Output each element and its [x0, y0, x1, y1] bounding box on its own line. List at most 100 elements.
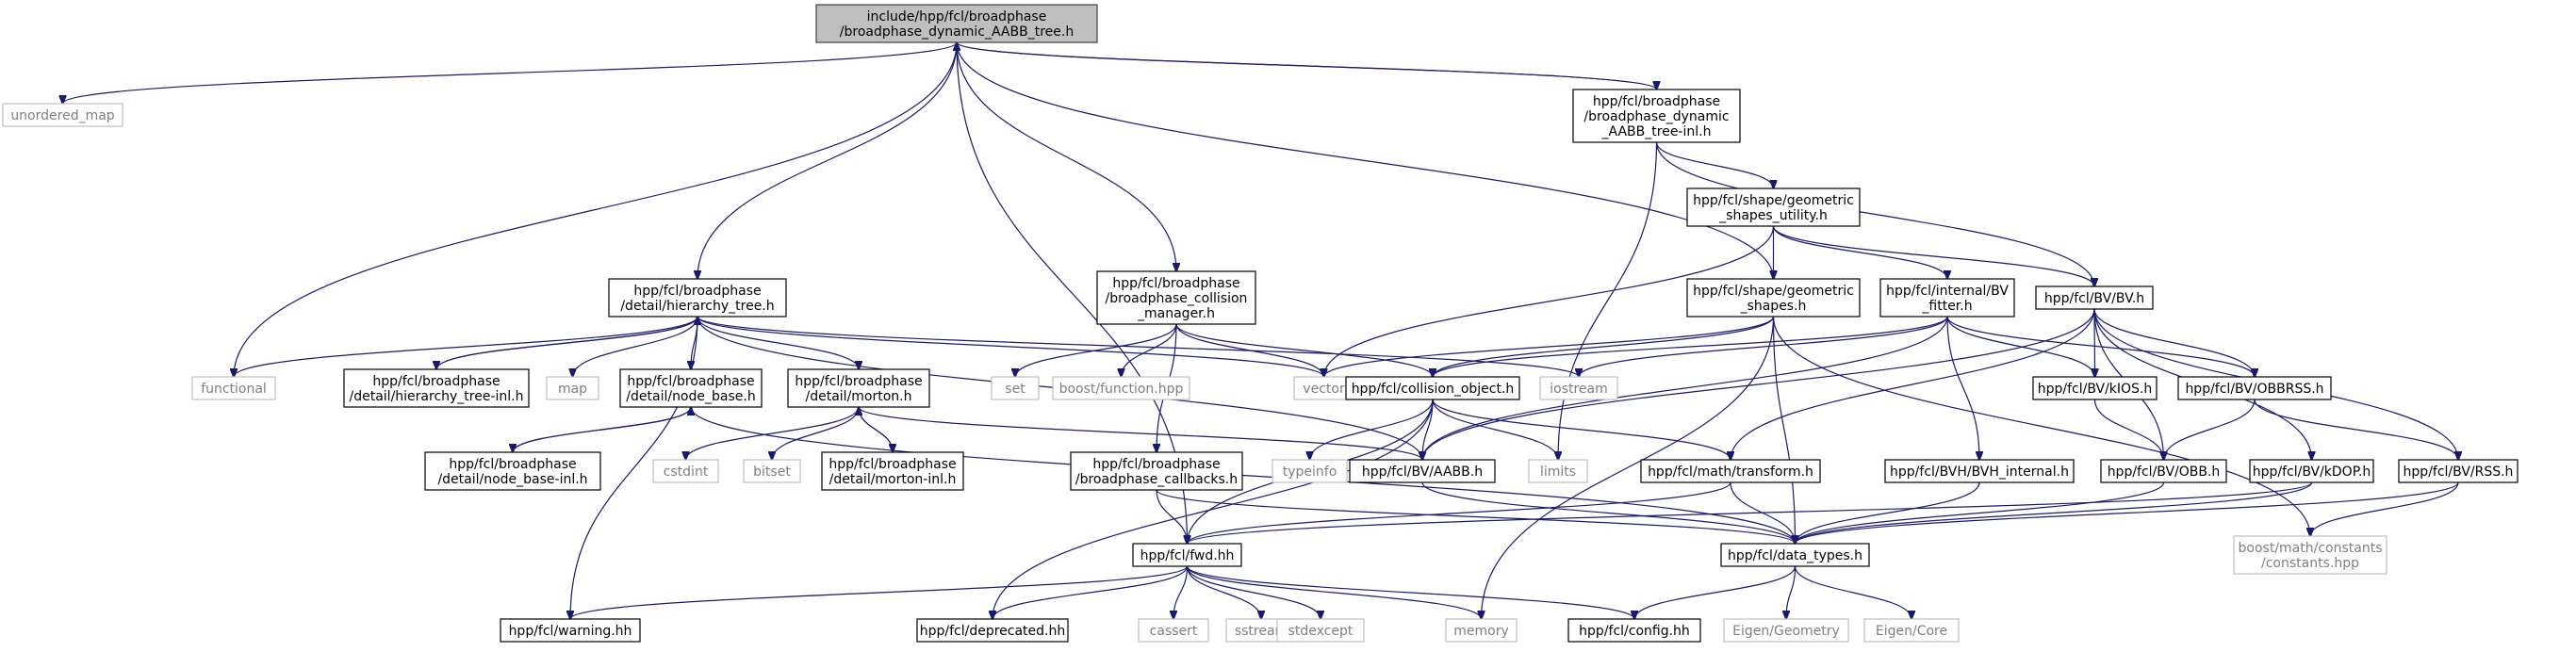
node-aabb[interactable]: hpp/fcl/BV/AABB.h [1349, 459, 1496, 483]
node-iostream: iostream [1539, 376, 1618, 400]
node-label: unordered_map [10, 108, 114, 123]
node-label: typeinfo [1283, 465, 1337, 480]
node-node-base-inl[interactable]: hpp/fcl/broadphase/detail/node_base-inl.… [424, 451, 601, 491]
node-morton[interactable]: hpp/fcl/broadphase/detail/morton.h [787, 368, 930, 408]
node-box [815, 4, 1098, 43]
node-collision-manager[interactable]: hpp/fcl/broadphase/broadphase_collision_… [1096, 270, 1256, 325]
node-root[interactable]: include/hpp/fcl/broadphase/broadphase_dy… [815, 4, 1098, 43]
node-hierarchy-tree-inl[interactable]: hpp/fcl/broadphase/detail/hierarchy_tree… [343, 368, 530, 408]
node-label: hpp/fcl/broadphase [627, 374, 754, 389]
node-fwd[interactable]: hpp/fcl/fwd.hh [1132, 543, 1242, 567]
node-label: /detail/morton-inl.h [829, 472, 957, 487]
node-map: map [546, 376, 599, 400]
node-label: bitset [753, 465, 791, 480]
node-data-types[interactable]: hpp/fcl/data_types.h [1720, 543, 1870, 567]
node-label: hpp/fcl/broadphase [1112, 276, 1239, 291]
node-bv-fitter[interactable]: hpp/fcl/internal/BV_fitter.h [1879, 278, 2015, 318]
edge-root-to-functional [234, 41, 958, 377]
node-label: hpp/fcl/internal/BV [1886, 284, 2009, 299]
node-label: hpp/fcl/BV/OBBRSS.h [2185, 382, 2323, 397]
node-kdop[interactable]: hpp/fcl/BV/kDOP.h [2249, 459, 2374, 483]
edge-morton-inl-to-morton [859, 407, 894, 453]
node-kios[interactable]: hpp/fcl/BV/kIOS.h [2032, 376, 2158, 400]
edge-collision-object-to-transform [1432, 399, 1731, 460]
node-geom-util[interactable]: hpp/fcl/shape/geometric_shapes_utility.h [1686, 187, 1861, 227]
edge-kios-to-obb [2093, 399, 2164, 460]
node-morton-inl[interactable]: hpp/fcl/broadphase/detail/morton-inl.h [821, 451, 964, 491]
edge-inl-to-root [957, 42, 1658, 90]
edge-inl-to-geom-util [1655, 141, 1774, 188]
node-box [1293, 376, 1354, 400]
edge-kdop-to-fwd [1188, 481, 2313, 544]
node-transform[interactable]: hpp/fcl/math/transform.h [1640, 459, 1821, 483]
node-geometric-shapes[interactable]: hpp/fcl/shape/geometric_shapes.h [1686, 278, 1861, 318]
edge-obb-to-data-types [1796, 481, 2165, 544]
node-label: hpp/fcl/collision_object.h [1352, 382, 1515, 397]
node-box [1528, 459, 1588, 483]
edge-geometric-shapes-to-vector [1324, 316, 1775, 377]
node-box [1879, 278, 2015, 318]
node-node-base[interactable]: hpp/fcl/broadphase/detail/node_base.h [619, 368, 763, 408]
node-box [1276, 618, 1365, 643]
node-label: hpp/fcl/warning.hh [509, 624, 632, 639]
edge-fwd-to-stdexcept [1186, 565, 1321, 619]
node-label: /detail/node_base.h [626, 389, 755, 404]
edge-rss-to-data-types [1796, 481, 2459, 544]
node-vector: vector [1293, 376, 1354, 400]
node-box [343, 368, 530, 408]
node-bv-h[interactable]: hpp/fcl/BV/BV.h [2035, 285, 2154, 310]
node-label: include/hpp/fcl/broadphase [867, 9, 1047, 24]
node-box [2032, 376, 2158, 400]
edge-bv-h-to-transform [1731, 308, 2095, 460]
edge-geometric-shapes-to-memory [1482, 316, 1775, 619]
node-box [1052, 376, 1190, 400]
edge-obbrss-to-obb [2164, 399, 2256, 460]
node-label: hpp/fcl/broadphase [795, 374, 922, 389]
node-box [787, 368, 930, 408]
node-deprecated[interactable]: hpp/fcl/deprecated.hh [916, 618, 1069, 643]
node-box [1686, 187, 1861, 227]
edge-inl-to-limits [1558, 141, 1658, 460]
edge-root-to-collision-manager [956, 41, 1176, 271]
node-bvh-internal[interactable]: hpp/fcl/BVH/BVH_internal.h [1884, 459, 2075, 483]
node-label: hpp/fcl/broadphase [1092, 457, 1220, 472]
edge-kdop-to-data-types [1796, 481, 2313, 544]
node-hierarchy-tree[interactable]: hpp/fcl/broadphase/detail/hierarchy_tree… [608, 278, 787, 318]
node-inl[interactable]: hpp/fcl/broadphase/broadphase_dynamic_AA… [1572, 89, 1741, 143]
node-label: /broadphase_dynamic_AABB_tree.h [840, 24, 1074, 40]
node-box [1640, 459, 1821, 483]
node-label: hpp/fcl/config.hh [1579, 624, 1690, 639]
node-set: set [991, 376, 1040, 400]
node-label: /detail/hierarchy_tree-inl.h [350, 389, 524, 404]
node-label: hpp/fcl/BV/OBB.h [2108, 465, 2221, 480]
node-label: hpp/fcl/math/transform.h [1648, 465, 1813, 480]
node-label: hpp/fcl/deprecated.hh [920, 624, 1066, 639]
node-collision-object[interactable]: hpp/fcl/collision_object.h [1345, 376, 1520, 400]
node-config[interactable]: hpp/fcl/config.hh [1567, 618, 1701, 643]
node-unordered-map: unordered_map [2, 103, 123, 127]
node-obb[interactable]: hpp/fcl/BV/OBB.h [2100, 459, 2227, 483]
node-warning[interactable]: hpp/fcl/warning.hh [500, 618, 641, 643]
node-label: cstdint [664, 465, 709, 480]
node-label: /detail/node_base-inl.h [437, 472, 587, 487]
node-label: functional [201, 382, 267, 397]
node-obbrss[interactable]: hpp/fcl/BV/OBBRSS.h [2177, 376, 2332, 400]
node-label: _fitter.h [1921, 299, 1972, 314]
node-label: /broadphase_callbacks.h [1075, 472, 1238, 487]
node-box [1070, 451, 1243, 491]
edge-aabb-to-data-types [1421, 481, 1796, 544]
node-label: hpp/fcl/shape/geometric [1693, 193, 1854, 208]
edge-hierarchy-tree-to-morton [697, 316, 859, 369]
edge-data-types-to-eigen-geometry [1786, 565, 1797, 619]
node-label: set [1005, 382, 1025, 397]
node-label: hpp/fcl/broadphase [372, 374, 500, 389]
node-box [608, 278, 787, 318]
edge-collision-object-to-limits [1432, 399, 1558, 460]
node-bitset: bitset [743, 459, 801, 483]
node-label: /broadphase_collision [1106, 291, 1248, 306]
node-label: limits [1540, 465, 1576, 480]
node-rss[interactable]: hpp/fcl/BV/RSS.h [2398, 459, 2519, 483]
node-label: stdexcept [1288, 624, 1354, 639]
node-callbacks[interactable]: hpp/fcl/broadphase/broadphase_callbacks.… [1070, 451, 1243, 491]
edge-collision-object-to-deprecated [993, 399, 1434, 619]
